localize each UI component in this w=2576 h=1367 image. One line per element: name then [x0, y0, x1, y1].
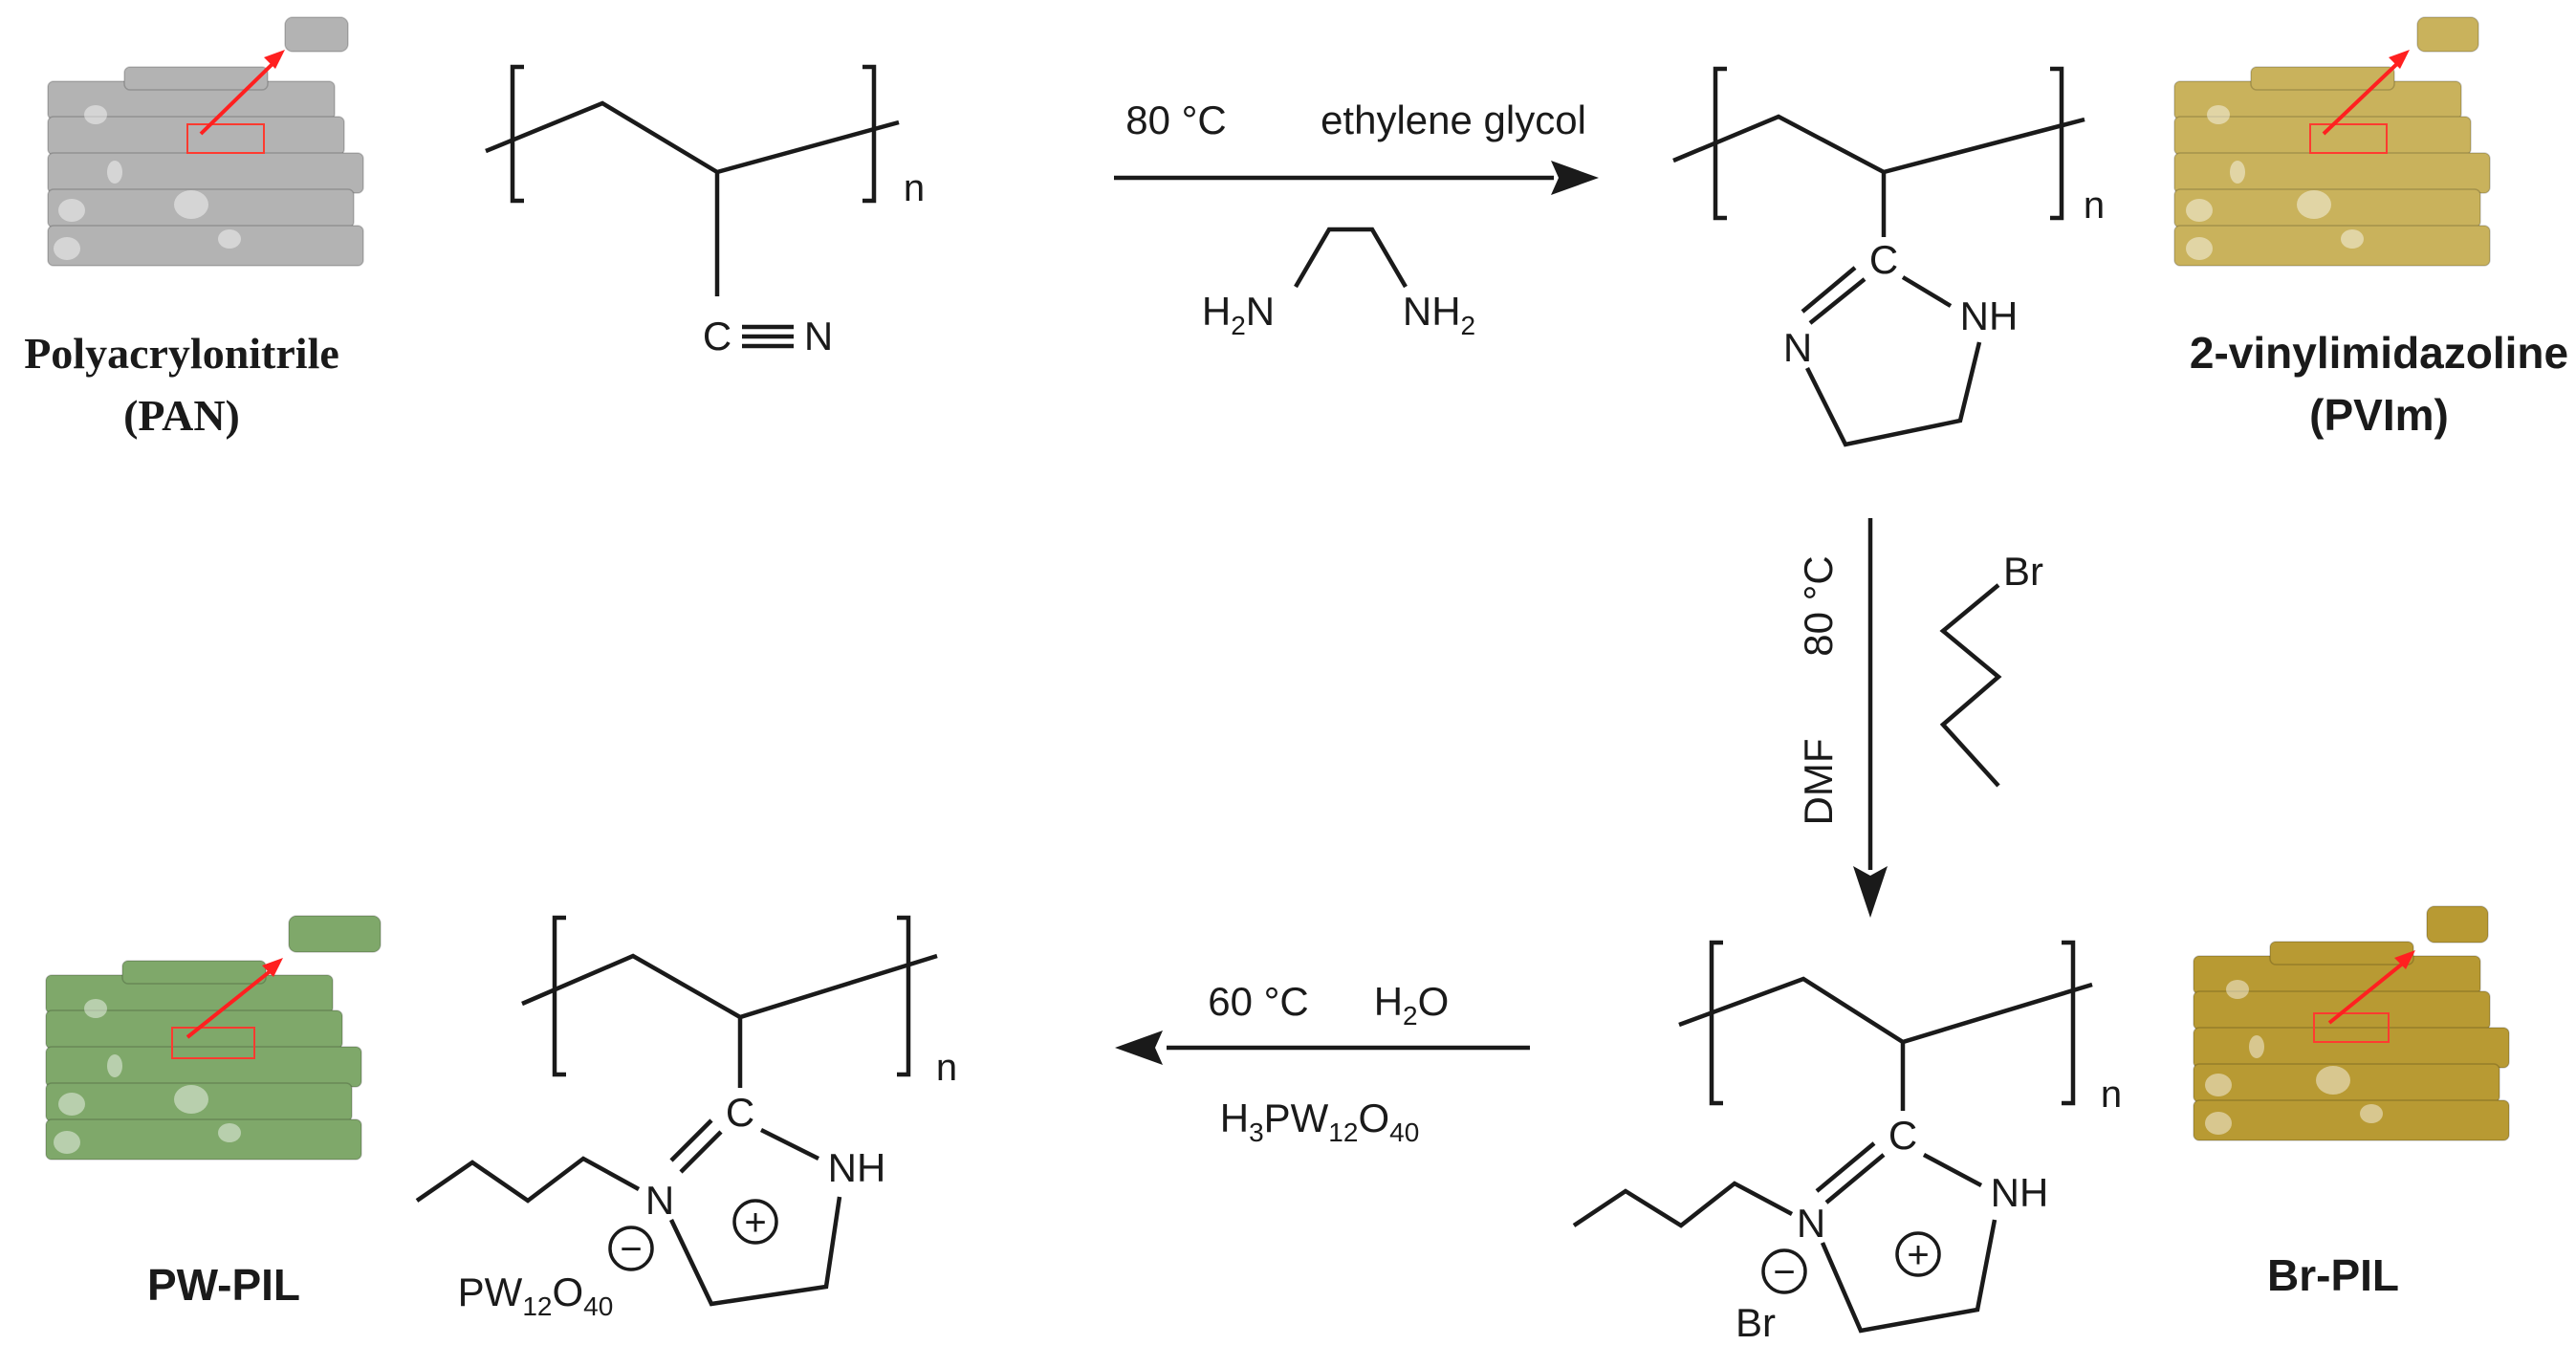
brpil-minus-circle [1761, 1248, 1807, 1294]
fiber [47, 225, 364, 267]
pwpil-plus-circle [732, 1199, 778, 1245]
pwpil-structure: C n N NH − + PW12O40 [415, 915, 957, 1321]
step1-arrow: 80 °C ethylene glycol H2N NH2 [1114, 98, 1599, 340]
triple-bond [742, 324, 794, 349]
fiber-tip [2426, 905, 2489, 944]
step3-arrow: 60 °C H2O H3PW12O40 [1115, 979, 1530, 1147]
brpil-nh: NH [1991, 1170, 2049, 1215]
fiber [121, 960, 267, 985]
fiber-tip [2416, 16, 2479, 53]
pvim-structure: C n N NH [1672, 66, 2105, 447]
fiber [2193, 1099, 2510, 1141]
pvim-abbr-label: (PVIm) [2309, 390, 2449, 440]
brpil-bromide: Br [1736, 1300, 1776, 1345]
fiber [2250, 66, 2395, 91]
nitrile-nitrogen: N [804, 314, 833, 358]
pwpil-minus: − [620, 1228, 642, 1270]
brpil-structure: C n N NH − + Br [1572, 940, 2122, 1345]
fiber [45, 1118, 362, 1161]
fiber [2173, 225, 2491, 267]
brpil-plus: + [1907, 1234, 1929, 1276]
step3-temp: 60 °C [1208, 979, 1309, 1024]
fiber [2173, 152, 2491, 194]
step3-reagent: H3PW12O40 [1220, 1096, 1420, 1147]
pan-fiber-bundle-image [47, 16, 364, 267]
step2-temp: 80 °C [1796, 555, 1841, 657]
step1-temp: 80 °C [1125, 98, 1227, 142]
pwpil-fiber-bundle-image [45, 915, 382, 1161]
brpil-minus: − [1773, 1251, 1795, 1293]
fiber [47, 152, 364, 194]
pwpil-c2: C [726, 1090, 754, 1135]
pwpil-label: PW-PIL [147, 1260, 300, 1310]
pan-abbr-label: (PAN) [123, 391, 240, 440]
ethylenediamine-left: H2N [1202, 289, 1275, 340]
pwpil-plus: + [744, 1202, 766, 1244]
step2-bromobutane-br: Br [2003, 549, 2043, 594]
pvim-fiber-bundle-image [2173, 16, 2491, 267]
fiber-tip [284, 16, 349, 53]
pwpil-n1: N [645, 1178, 674, 1223]
brpil-plus-circle [1895, 1231, 1941, 1277]
nitrile-carbon: C [703, 314, 731, 358]
fiber [2193, 1027, 2510, 1069]
ethylenediamine-right: NH2 [1403, 289, 1475, 340]
pwpil-nh: NH [828, 1145, 886, 1190]
fiber [45, 1046, 362, 1088]
pwpil-minus-circle [608, 1226, 654, 1271]
step2-solvent: DMF [1796, 739, 1841, 826]
brpil-fiber-bundle-image [2193, 905, 2510, 1141]
fiber-tip [288, 915, 382, 953]
step2-arrow: 80 °C DMF Br [1796, 518, 2043, 918]
brpil-n1: N [1797, 1201, 1825, 1246]
brpil-repeat-n: n [2101, 1074, 2122, 1116]
fiber [123, 66, 269, 91]
pan-repeat-n: n [904, 167, 925, 209]
pwpil-anion: PW12O40 [458, 1269, 614, 1321]
pvim-c2: C [1869, 237, 1898, 282]
pvim-nh: NH [1960, 293, 2019, 338]
brpil-c2: C [1888, 1113, 1917, 1158]
pan-name-label: Polyacrylonitrile [24, 329, 339, 378]
pvim-name-label: 2-vinylimidazoline [2190, 328, 2568, 378]
pvim-n3: N [1783, 325, 1812, 370]
step3-solvent: H2O [1374, 979, 1450, 1031]
pan-structure: C N n [485, 64, 925, 358]
pwpil-repeat-n: n [936, 1047, 957, 1089]
brpil-label: Br-PIL [2267, 1250, 2399, 1300]
step1-solvent: ethylene glycol [1321, 98, 1586, 142]
fiber [2269, 941, 2414, 966]
pvim-repeat-n: n [2084, 184, 2105, 227]
